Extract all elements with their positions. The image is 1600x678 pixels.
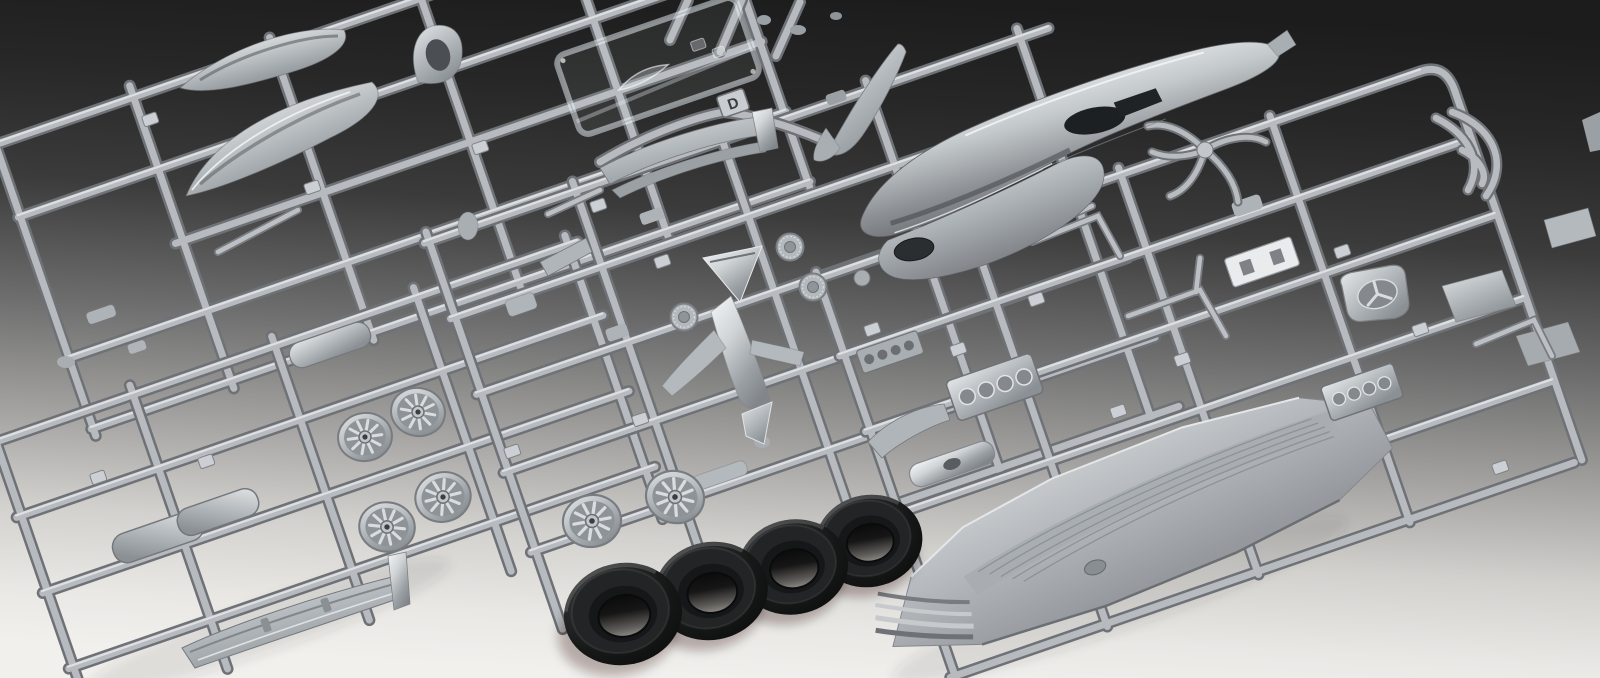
gearbox-part	[661, 245, 805, 445]
engine-block-parts	[856, 330, 1404, 422]
floor-undertray-part	[875, 396, 1394, 648]
nose-fin-part	[813, 43, 907, 162]
sprue-letter-tag: D	[716, 88, 750, 118]
cockpit-opening	[1064, 106, 1126, 135]
small-parts	[57, 12, 1600, 491]
sprue-panel-bottom-left	[0, 229, 669, 678]
nose-opening	[893, 237, 935, 262]
car-body-shell	[860, 29, 1297, 280]
three-pointed-star-icon	[1366, 280, 1393, 307]
exhaust-pipes-part	[1143, 106, 1503, 207]
exhaust-mufflers	[111, 321, 996, 564]
steering-wheel-star-part	[1339, 264, 1410, 323]
engine-cover-halves	[178, 28, 379, 197]
brake-discs	[669, 232, 871, 332]
suspension-wishbones	[1028, 210, 1556, 360]
radiator-part	[1224, 236, 1300, 288]
rear-wing-part	[599, 107, 779, 199]
clear-parts-sprue	[554, 0, 762, 137]
front-wing-part	[181, 551, 411, 669]
windscreen-clear-part	[616, 63, 671, 92]
airbox-scoop-part	[412, 24, 463, 84]
